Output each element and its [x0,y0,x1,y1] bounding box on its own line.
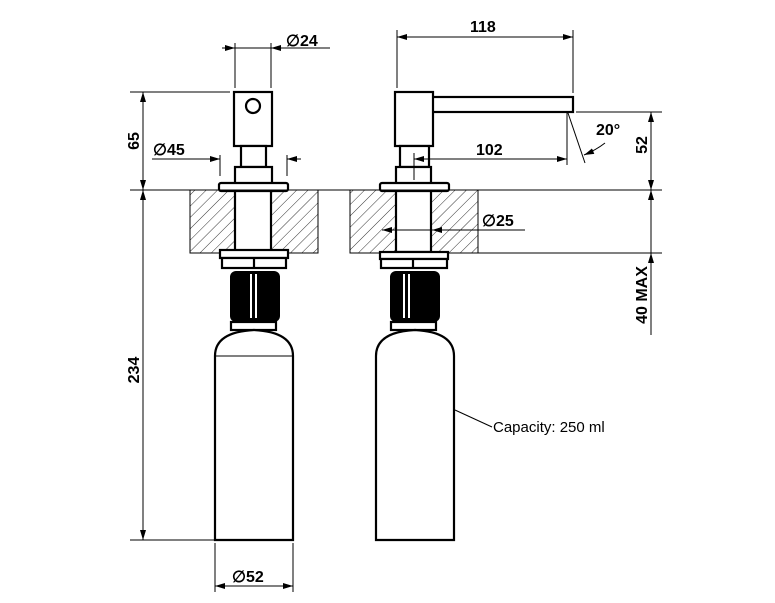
pump-head-side [393,90,435,148]
dim-overall-reach: 118 [470,19,496,36]
bottle [213,328,295,542]
dim-spout-angle: 20° [596,122,620,139]
bottle-side [374,328,456,542]
front-view [189,90,319,542]
capacity-note: Capacity: 250 ml [493,419,605,436]
dimension-lines [130,30,662,592]
side-view [349,90,575,542]
dim-head-diameter: ∅24 [286,33,318,50]
flange [217,181,290,193]
dim-flange-diameter: ∅45 [153,142,185,159]
nut-top [218,248,290,260]
bottle-ring [229,320,278,332]
dim-counter-thickness: 40 MAX [634,266,651,324]
dim-shank-diameter: ∅25 [482,213,514,230]
shank [233,188,273,254]
dim-head-height: 65 [126,132,143,150]
nozzle-hole [244,97,262,115]
dim-spout-height: 52 [634,136,651,154]
dim-spout-reach: 102 [476,142,503,159]
collar [233,165,274,186]
dim-below-counter: 234 [126,357,143,384]
spout [430,95,575,114]
dim-bottle-diameter: ∅52 [232,569,264,586]
pump-neck [239,144,268,169]
